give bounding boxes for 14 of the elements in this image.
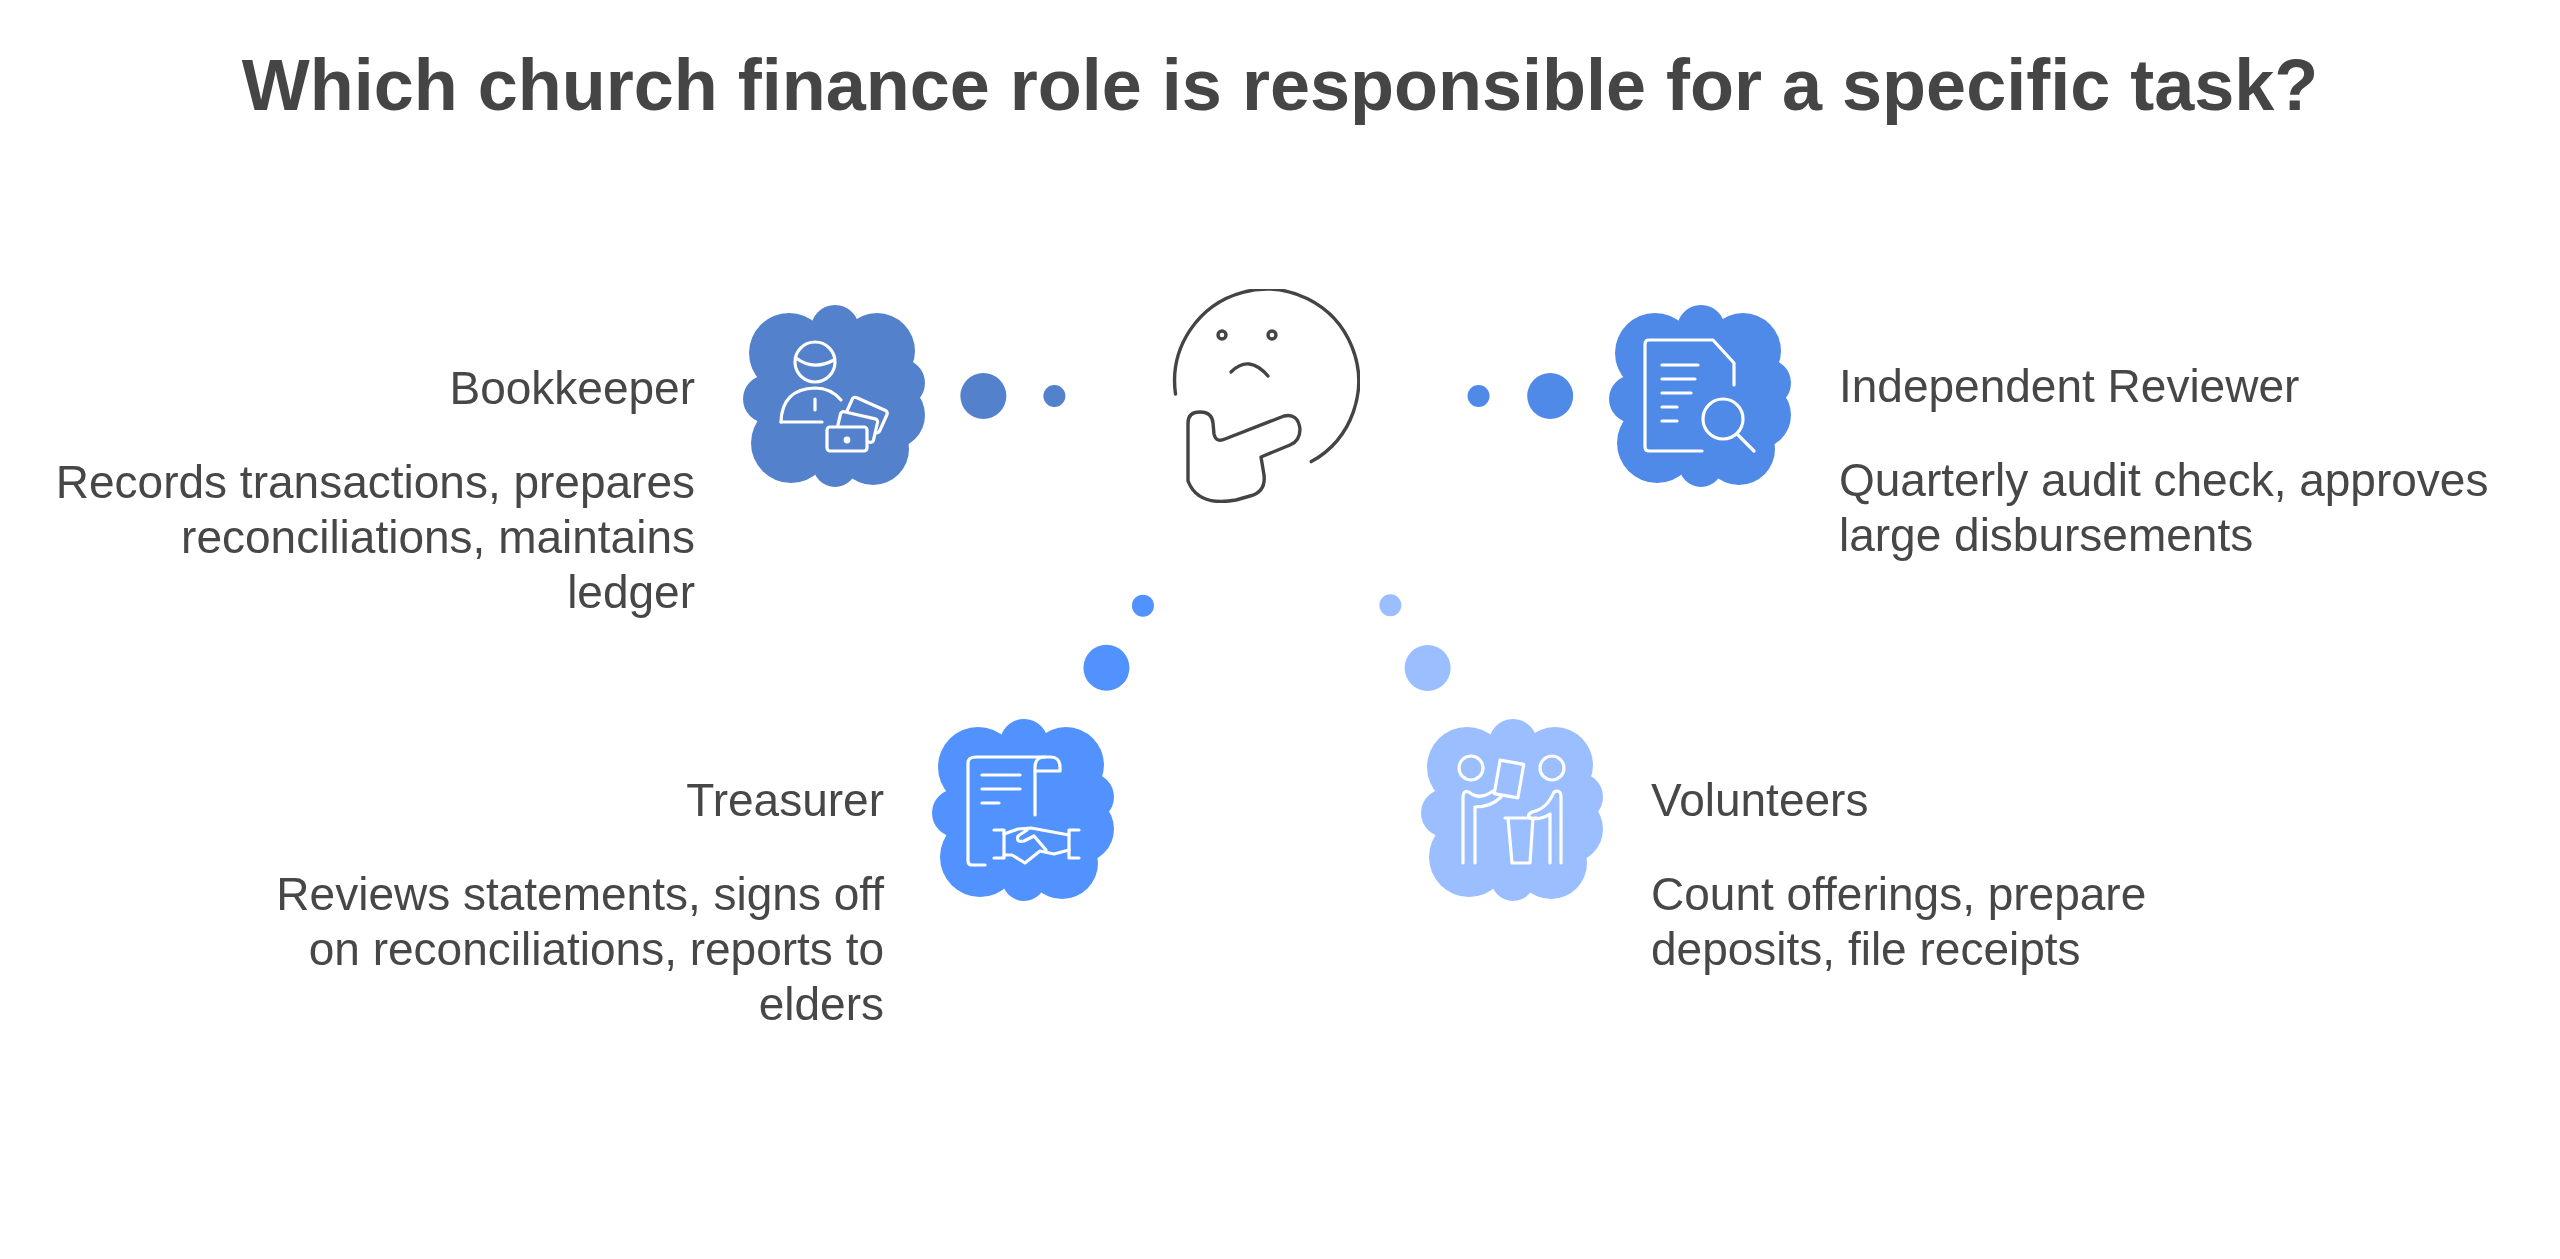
role-description: Records transactions, prepares reconciliations, maintains ledger <box>54 455 695 620</box>
role-name: Volunteers <box>1651 773 1869 828</box>
role-description: Reviews statements, signs off on reconciliations, reports to elders <box>275 867 884 1032</box>
role-name: Independent Reviewer <box>1839 359 2300 414</box>
role-description: Count offerings, prepare deposits, file receipts <box>1651 867 2148 977</box>
dotted-connector <box>960 373 1066 419</box>
dotted-connector <box>1379 594 1451 691</box>
thinking-face-illustration <box>1172 289 1360 503</box>
dotted-connector <box>1467 373 1574 419</box>
title: Which church finance role is responsible for a specific task? <box>241 44 2319 127</box>
role-name: Treasurer <box>686 773 884 828</box>
role-description: Quarterly audit check, approves large disbursements <box>1839 453 2490 563</box>
dotted-connector <box>1083 594 1154 691</box>
role-name: Bookkeeper <box>449 361 695 416</box>
